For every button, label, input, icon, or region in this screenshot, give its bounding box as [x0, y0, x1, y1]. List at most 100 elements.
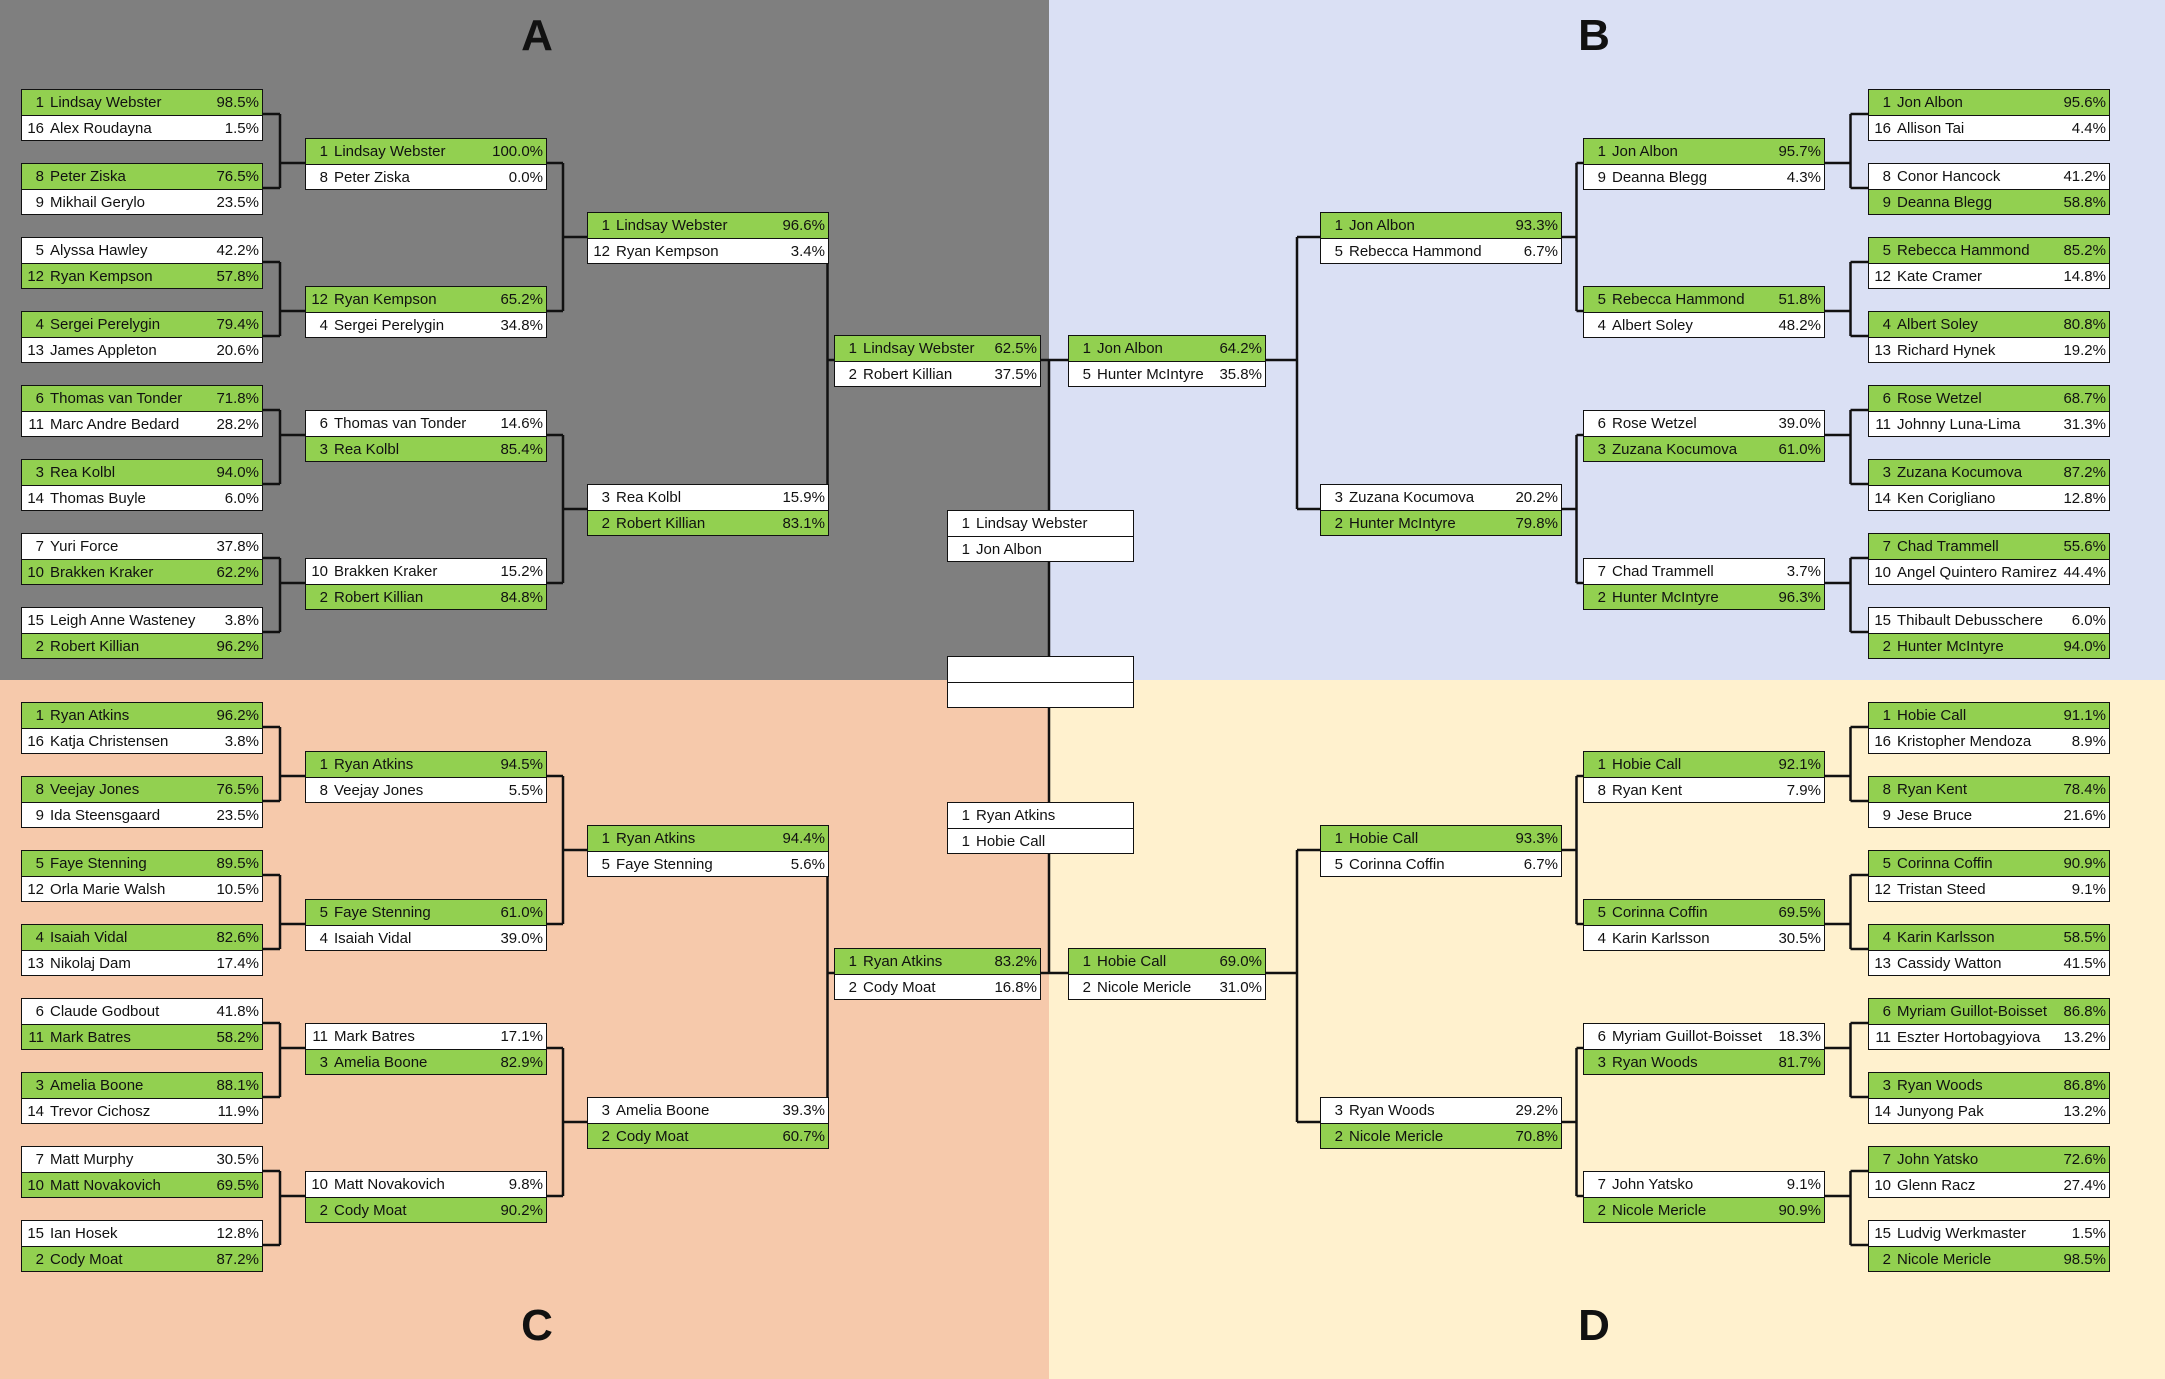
competitor-row[interactable] [948, 682, 1133, 707]
competitor-row[interactable] [948, 657, 1133, 682]
